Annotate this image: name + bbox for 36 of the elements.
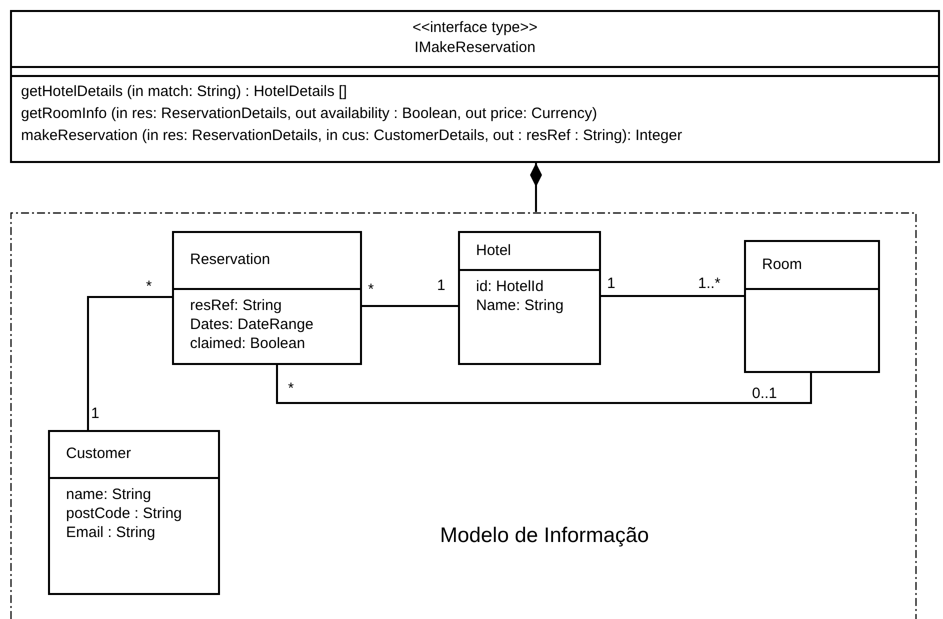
attribute-text: id: HotelId [476,277,545,296]
multiplicity-label: 1 [91,405,100,423]
multiplicity-label: 1 [607,275,616,293]
association-line [601,295,744,297]
association-line [276,365,812,404]
package-title: Modelo de Informação [440,523,649,549]
multiplicity-label: * [288,380,294,398]
interface-name: IMakeReservation [414,38,536,58]
class-name: Customer [66,444,132,464]
attribute-text: Email : String [66,523,156,542]
association-line [87,296,172,430]
operation-text: getRoomInfo (in res: ReservationDetails, out availability : Boolean, out price: Currency) [21,104,598,124]
operation-text: getHotelDetails (in match: String) : HotelDetails [] [21,82,348,102]
class-box [458,231,601,365]
operation-text: makeReservation (in res: ReservationDetails, in cus: CustomerDetails, out : resRef : String): Integer [21,126,684,146]
attribute-text: Dates: DateRange [190,315,314,334]
class-name: Hotel [476,240,512,261]
attribute-text: claimed: Boolean [190,334,306,353]
multiplicity-label: 1 [437,277,446,295]
attribute-text: resRef: String [190,296,283,315]
attribute-text: Name: String [476,296,565,315]
multiplicity-label: * [368,281,374,299]
interface-box [10,10,940,163]
stereotype-text: <<interface type>> [412,18,538,38]
attribute-text: name: String [66,485,152,504]
class-box [172,231,362,365]
attribute-text: postCode : String [66,504,183,523]
multiplicity-label: 1..* [698,275,721,293]
multiplicity-label: 0..1 [752,385,778,403]
composition-connector [530,163,542,212]
class-name: Reservation [190,250,270,270]
class-name: Room [762,254,802,275]
multiplicity-label: * [146,278,152,296]
class-box [48,430,220,595]
association-line [362,305,458,307]
class-box [744,240,880,373]
